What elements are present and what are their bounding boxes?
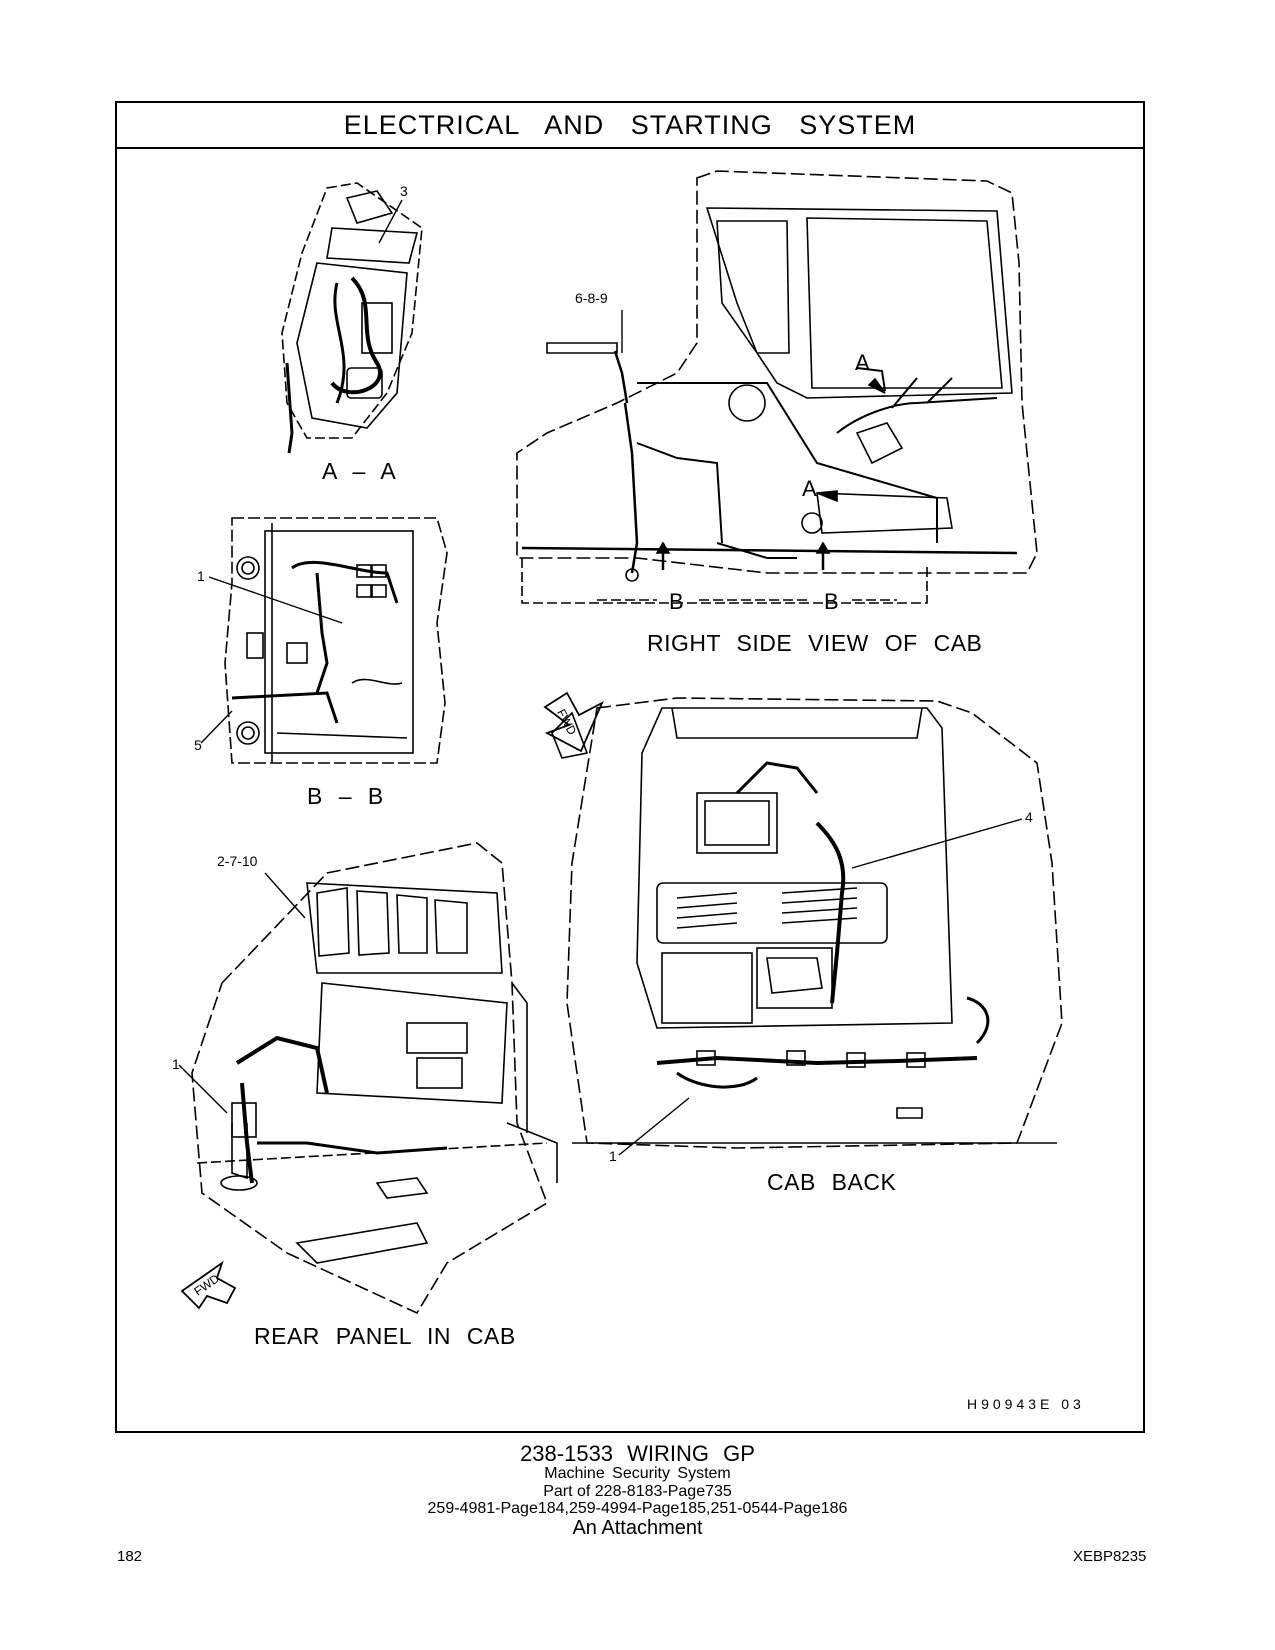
page-number: 182 [117, 1548, 143, 1565]
callout-4: 4 [1025, 809, 1033, 825]
fwd-arrow-icon [543, 691, 604, 753]
callout-5: 5 [194, 737, 202, 753]
section-label-rear-panel: REAR PANEL IN CAB [254, 1323, 516, 1349]
callout-1-back: 1 [609, 1148, 617, 1164]
view-rear-panel-drawing [191, 842, 558, 1315]
page-title: ELECTRICAL AND STARTING SYSTEM [117, 103, 1143, 149]
doc-code: XEBP8235 [1073, 1548, 1147, 1565]
leader-lines [178, 199, 1023, 1156]
callout-1-rear: 1 [172, 1056, 180, 1072]
view-aa-drawing [281, 182, 423, 454]
section-marker-a-top: A [855, 350, 870, 375]
section-label-aa: A – A [322, 458, 397, 484]
section-marker-a-bottom: A [802, 476, 817, 501]
callout-3: 3 [400, 183, 408, 199]
wiring-illustration [178, 170, 1063, 1315]
footer-attachment: An Attachment [572, 1517, 703, 1539]
view-right-side-drawing [516, 170, 1038, 604]
view-bb-drawing [224, 517, 448, 764]
section-label-cab-back: CAB BACK [767, 1169, 897, 1195]
footer-part-of: Part of 228-8183-Page735 [543, 1483, 732, 1500]
footer-page-refs: 259-4981-Page184,259-4994-Page185,251-05… [427, 1500, 848, 1517]
section-label-right-side: RIGHT SIDE VIEW OF CAB [647, 630, 983, 656]
diagram-frame: ELECTRICAL AND STARTING SYSTEM [115, 101, 1145, 1433]
callout-2-7-10: 2-7-10 [217, 853, 258, 869]
fwd-arrow-icon-2 [180, 1260, 237, 1310]
section-marker-b-left: B [669, 589, 684, 614]
view-cab-back-drawing [551, 697, 1063, 1149]
callout-1-bb: 1 [197, 568, 205, 584]
section-marker-b-right: B [824, 589, 839, 614]
illustration-code: H90943E 03 [967, 1396, 1085, 1412]
footer-part-title: 238-1533 WIRING GP [520, 1441, 755, 1466]
footer-subtitle: Machine Security System [544, 1465, 731, 1482]
callout-6-8-9: 6-8-9 [575, 290, 608, 306]
section-label-bb: B – B [307, 783, 384, 809]
